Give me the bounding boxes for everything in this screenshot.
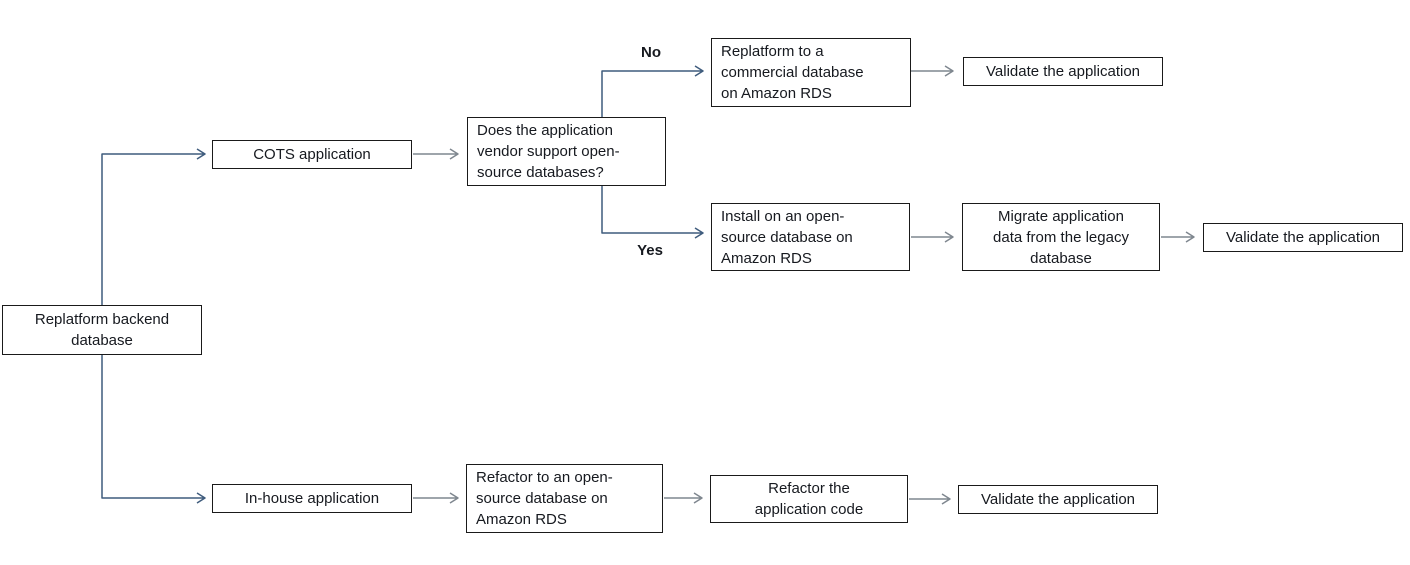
arrow-cots-to-decision xyxy=(413,148,459,160)
node-validate-application-commercial: Validate the application xyxy=(963,57,1163,86)
node-migrate-application-data: Migrate application data from the legacy… xyxy=(962,203,1160,271)
node-validate-application-open-source: Validate the application xyxy=(1203,223,1403,252)
arrow-connectors xyxy=(413,65,1195,505)
tree-connectors xyxy=(101,65,704,504)
branch-label-no: No xyxy=(641,44,661,61)
arrow-refactor-db-to-refactor-code xyxy=(664,492,703,504)
arrow-replatform-to-validate xyxy=(911,65,954,77)
node-refactor-application-code: Refactor the application code xyxy=(710,475,908,523)
node-validate-application-in-house: Validate the application xyxy=(958,485,1158,514)
node-replatform-commercial-db: Replatform to a commercial database on A… xyxy=(711,38,911,107)
arrow-install-to-migrate xyxy=(911,231,954,243)
node-vendor-support-decision: Does the application vendor support open… xyxy=(467,117,666,186)
arrow-refactor-code-to-validate xyxy=(909,493,951,505)
connector-root-to-in-house xyxy=(101,355,206,504)
node-cots-application: COTS application xyxy=(212,140,412,169)
node-replatform-backend-database: Replatform backend database xyxy=(2,305,202,355)
arrow-migrate-to-validate xyxy=(1161,231,1195,243)
connector-decision-no-branch xyxy=(601,65,704,117)
connector-decision-yes-branch xyxy=(601,186,704,239)
branch-label-yes: Yes xyxy=(637,242,663,259)
arrow-in-house-to-refactor-db xyxy=(413,492,459,504)
connector-root-to-cots xyxy=(101,148,206,305)
node-refactor-open-source-db: Refactor to an open- source database on … xyxy=(466,464,663,533)
node-install-open-source-db: Install on an open- source database on A… xyxy=(711,203,910,271)
node-in-house-application: In-house application xyxy=(212,484,412,513)
